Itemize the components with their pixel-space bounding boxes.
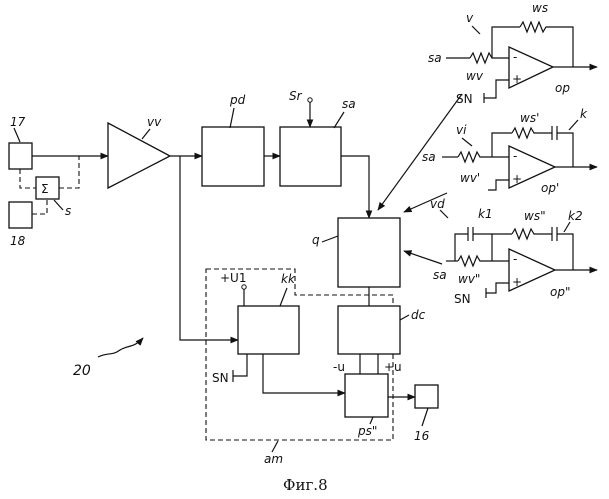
input-block-17 [9,143,32,169]
svg-text:-: - [513,50,517,64]
label-sa-vi: sa [422,150,436,164]
label-sn-vd: SN [454,292,471,306]
label-vv: vv [147,115,162,129]
svg-text:-: - [513,252,517,266]
label-ws1: ws' [520,111,539,125]
arrow-v-to-q [378,94,462,210]
label-s: s [65,204,71,218]
resistor-wv [470,53,509,63]
resistor-wv2 [458,256,509,266]
label-17: 17 [10,115,26,129]
label-k: k [580,107,588,121]
label-16: 16 [414,429,430,443]
label-op2: op" [550,285,570,299]
label-plus-u: +u [384,360,402,374]
block-ps [345,374,388,417]
label-v: v [466,11,474,25]
label-op: op [555,81,570,95]
sigma-symbol: Σ [41,182,49,196]
label-minus-u: -u [333,360,345,374]
block-q [338,218,400,287]
resistor-wv1 [458,152,509,162]
wire-kk-to-sn [233,354,247,376]
figure-caption: Фиг.8 [283,476,328,494]
svg-text:+: + [512,72,522,86]
label-wv: wv [466,69,484,83]
label-wv2: wv" [458,272,480,286]
label-pd: pd [229,93,246,107]
svg-text:+: + [512,172,522,186]
label-k2: k2 [568,209,583,223]
label-sr: Sr [289,89,303,103]
label-k1: k1 [478,207,493,221]
label-sa-vd: sa [433,268,447,282]
amplifier-vv [108,123,170,188]
label-18: 18 [10,234,26,248]
capacitor-k2 [552,227,573,270]
output-block-16 [415,385,438,408]
block-dc [338,306,400,354]
capacitor-k [552,126,573,167]
label-ps: ps" [357,424,377,438]
label-20: 20 [73,363,91,379]
label-q: q [312,233,320,247]
ref-20-arrow [98,338,143,357]
label-sa-block: sa [342,97,356,111]
label-ws2: ws" [524,209,546,223]
svg-text:-: - [513,149,517,163]
block-pd [202,127,264,186]
block-kk [238,306,299,354]
label-vi: vi [456,123,467,137]
arrow-vd-to-q [404,251,442,264]
input-block-18 [9,202,32,228]
dashed-18-to-sum [32,199,47,214]
label-am: am [264,452,283,466]
label-wv1: wv' [460,171,480,185]
label-dc: dc [411,308,426,322]
label-op1: op' [541,181,559,195]
capacitor-k1 [468,227,492,241]
resistor-ws2 [512,229,552,239]
label-sn-am: SN [212,371,229,385]
label-kk: kk [281,272,296,286]
label-u1: +U1 [220,271,246,285]
block-sa [280,127,341,186]
wire-sa-to-q [341,156,369,218]
dashed-17-to-sum [20,169,36,188]
svg-text:+: + [512,275,522,289]
label-sa-v: sa [428,51,442,65]
resistor-ws1 [512,128,552,138]
dashed-sum-to-line [59,156,79,188]
label-ws: ws [532,1,548,15]
